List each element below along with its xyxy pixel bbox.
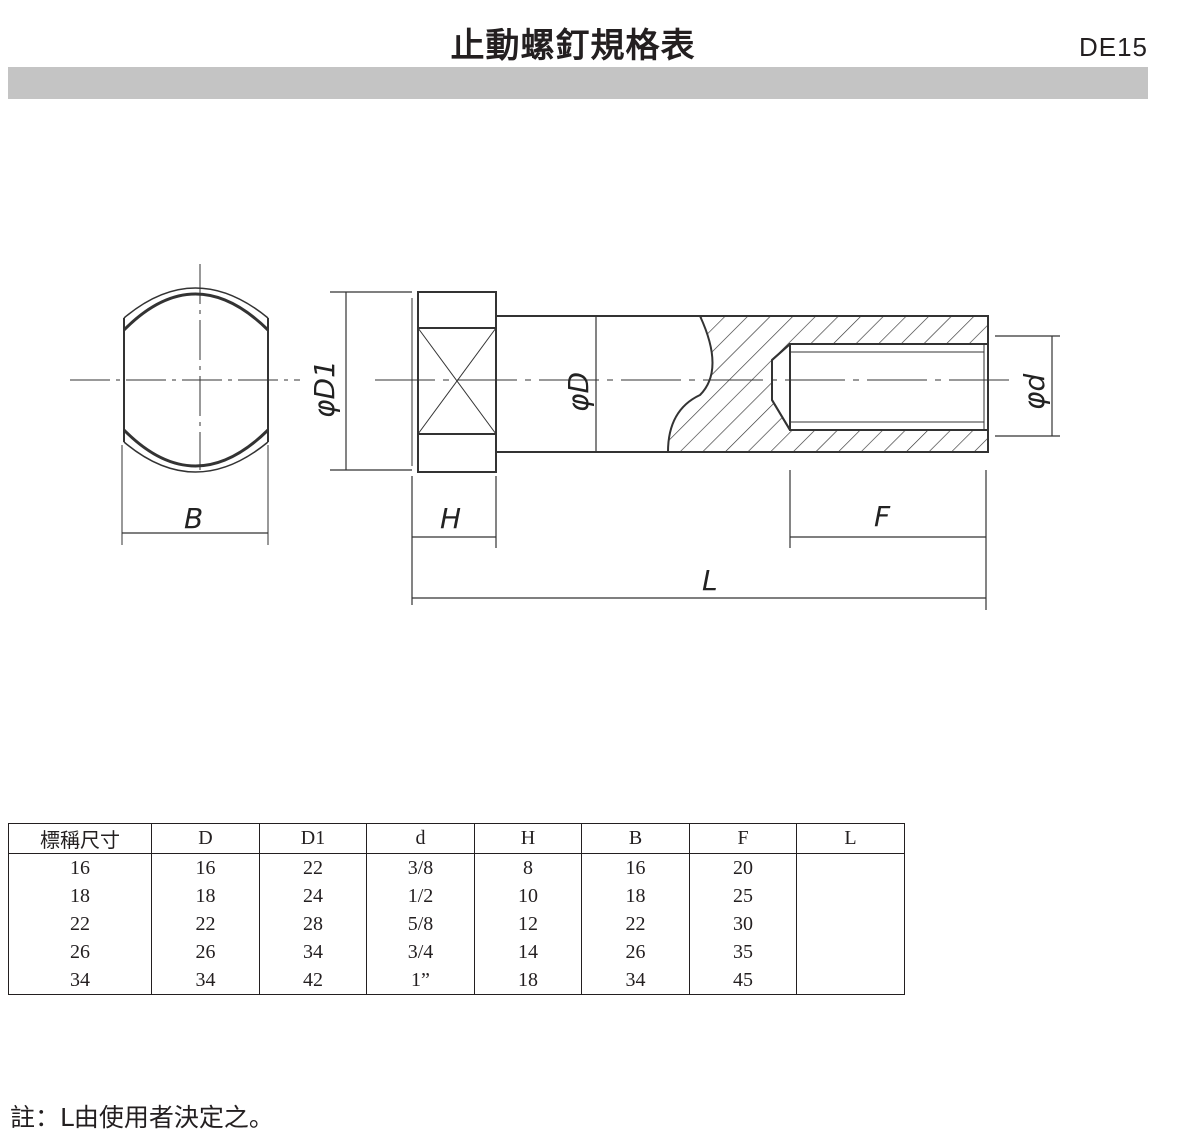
end-view — [70, 264, 300, 545]
table-cell: 35 — [689, 938, 797, 966]
label-d1: φD1 — [308, 360, 341, 418]
table-cell: 25 — [689, 882, 797, 910]
table-row: 26 26 34 3/4 14 26 35 — [8, 938, 905, 966]
table-cell: 22 — [581, 910, 690, 938]
table-cell: 24 — [259, 882, 367, 910]
table-cell: 18 — [581, 882, 690, 910]
header-small-d: d — [366, 823, 475, 854]
table-cell: 8 — [474, 853, 582, 882]
header-b: B — [581, 823, 690, 854]
table-cell: 34 — [259, 938, 367, 966]
table-cell — [796, 910, 905, 938]
table-header-row: 標稱尺寸 D D1 d H B F L — [8, 823, 905, 854]
table-cell: 18 — [8, 882, 152, 910]
header-d1: D1 — [259, 823, 367, 854]
header-nominal-size: 標稱尺寸 — [8, 823, 152, 854]
table-cell: 34 — [8, 966, 152, 995]
table-cell — [796, 966, 905, 995]
table-cell: 30 — [689, 910, 797, 938]
table-cell: 16 — [8, 853, 152, 882]
table-cell: 5/8 — [366, 910, 475, 938]
table-row: 16 16 22 3/8 8 16 20 — [8, 853, 905, 882]
table-cell: 18 — [474, 966, 582, 995]
table-cell: 3/8 — [366, 853, 475, 882]
table-cell: 34 — [151, 966, 260, 995]
header-l: L — [796, 823, 905, 854]
header-f: F — [689, 823, 797, 854]
label-h: H — [440, 502, 461, 535]
header-bar — [8, 67, 1148, 99]
label-d: φD — [562, 372, 595, 412]
table-cell: 20 — [689, 853, 797, 882]
table-cell: 42 — [259, 966, 367, 995]
label-l: L — [702, 564, 718, 597]
label-f: F — [874, 500, 891, 533]
table-cell: 16 — [581, 853, 690, 882]
screw-shaft — [496, 315, 989, 453]
table-cell — [796, 882, 905, 910]
table-cell: 22 — [259, 853, 367, 882]
table-cell: 14 — [474, 938, 582, 966]
spec-table: 標稱尺寸 D D1 d H B F L 16 16 22 3/8 8 16 20… — [8, 823, 905, 995]
table-cell: 28 — [259, 910, 367, 938]
table-cell — [796, 853, 905, 882]
table-cell: 18 — [151, 882, 260, 910]
technical-drawing: B H F L φD1 φD φd — [70, 264, 1060, 610]
table-cell: 1/2 — [366, 882, 475, 910]
table-cell: 22 — [151, 910, 260, 938]
table-cell: 3/4 — [366, 938, 475, 966]
label-b: B — [184, 502, 203, 535]
table-row: 34 34 42 1” 18 34 45 — [8, 966, 905, 995]
table-cell: 26 — [151, 938, 260, 966]
label-small-d: φd — [1018, 374, 1051, 410]
table-cell: 34 — [581, 966, 690, 995]
screw-head — [411, 291, 497, 473]
table-cell: 1” — [366, 966, 475, 995]
footnote: 註：L由使用者決定之。 — [10, 1103, 274, 1132]
table-row: 18 18 24 1/2 10 18 25 — [8, 882, 905, 910]
table-cell: 10 — [474, 882, 582, 910]
table-row: 22 22 28 5/8 12 22 30 — [8, 910, 905, 938]
table-cell: 16 — [151, 853, 260, 882]
table-cell: 26 — [581, 938, 690, 966]
table-cell — [796, 938, 905, 966]
header-d: D — [151, 823, 260, 854]
table-cell: 12 — [474, 910, 582, 938]
table-cell: 26 — [8, 938, 152, 966]
dimension-lines — [330, 291, 1060, 610]
table-cell: 45 — [689, 966, 797, 995]
table-cell: 22 — [8, 910, 152, 938]
page-title: 止動螺釘規格表 — [450, 26, 696, 66]
document-code: DE15 — [1078, 32, 1148, 62]
header-h: H — [474, 823, 582, 854]
